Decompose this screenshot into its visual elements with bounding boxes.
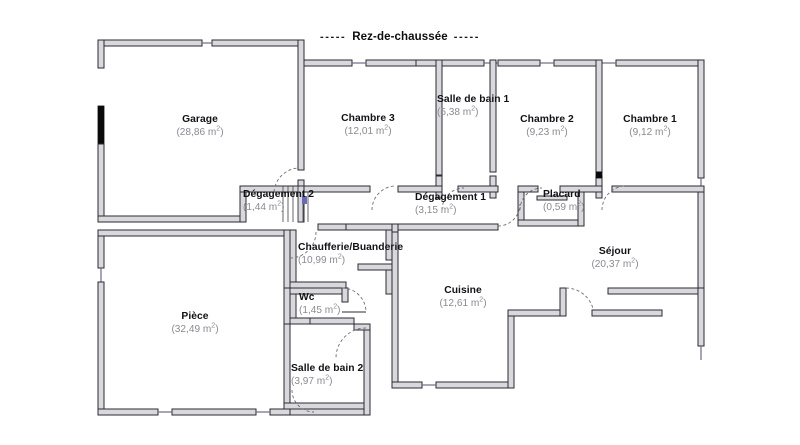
wall-cuisine-left [391,229,399,389]
placard-shelf [536,195,568,201]
wall-deg1-north-d [517,185,539,193]
wall-deg1-south-a [317,223,347,231]
wall-piece-bottom-b [171,408,257,416]
wall-chaufferie-right-b [385,267,393,295]
wall-deg1-north-e [559,185,603,193]
door-arc-sdb1 [441,187,465,211]
wall-ext-left-garage-top [97,39,105,69]
door-arc-placard [497,203,521,227]
wall-sejour-right-lower [697,287,705,347]
door-arc-sdb2 [335,327,367,359]
wall-ext-left-garage-bottom [97,143,105,221]
wall-sdb2-top-a [309,317,355,325]
wall-placard-bottom [517,219,585,227]
wall-ext-right-ch1 [697,59,705,179]
wall-ch3-sdb1-upper [435,59,443,176]
wall-placard-right [577,191,585,227]
door-arc-chambre-1 [601,185,627,211]
wall-ext-top-ch2-b [553,59,603,67]
wall-wc-top [289,287,349,295]
wall-piece-top [97,229,285,237]
wall-sejour-bottom-a [607,287,705,295]
wall-sejour-bottom-b [591,309,663,317]
staircase [282,186,309,222]
wall-chaufferie-step [357,263,393,271]
wall-ext-top-garage-a [97,39,203,47]
wall-piece-left-b [97,281,105,416]
wall-ext-top-garage-b [211,39,305,47]
wall-cuisine-right [507,309,515,389]
door-arc-cuisine-sejour [565,287,595,317]
wall-ext-top-ch3-a [303,59,353,67]
wall-deg1-north-b [397,185,443,193]
wall-ch2-ch1-upper [595,59,603,173]
wall-piece-right-a [283,229,291,289]
wall-garage-bottom-a [97,215,241,223]
door-jamb-ch1 [595,171,603,179]
wall-sdb2-right [363,329,371,416]
wall-chaufferie-right-a [385,229,393,261]
wall-sdb2-bottom-a [283,402,365,410]
wall-cuisine-sejour-step [507,309,567,317]
wall-deg1-south-b [345,223,499,231]
door-arc-wc [341,287,367,313]
door-arc-piece [291,389,315,413]
wall-deg1-north-c [457,185,499,193]
door-arc-garage [273,167,299,193]
garage-door-opening [97,105,105,145]
wall-cuisine-left-top [391,223,399,233]
wall-chaufferie-bottom [289,281,347,289]
wall-sdb1-ch2-upper [489,59,497,173]
wall-deg1-north-a [303,185,371,193]
wall-chaufferie-left [289,229,297,289]
wall-garage-right-upper [297,39,305,171]
wall-piece-bottom-c [269,408,293,416]
wall-cuisine-bottom-b [435,381,515,389]
wall-ext-top-ch2-a [497,59,541,67]
wall-ext-top-ch1 [615,59,705,67]
door-arc-chambre-3 [371,185,397,211]
wall-ext-top-ch3-b [365,59,417,67]
wall-piece-bottom-a [97,408,159,416]
door-arc-chambre-2 [519,187,543,211]
wall-wc-right [341,287,349,303]
wall-ext-right-sejour-a [697,189,705,299]
wall-sdb2-left [283,323,291,410]
wall-deg1-north-f [611,185,705,193]
wall-ext-top-sdb1 [415,59,485,67]
wall-sdb2-top-b [353,323,371,331]
wall-cuisine-bottom-a [391,381,423,389]
wall-sejour-left-stub [559,287,567,317]
wall-sdb2-bottom-b [289,408,371,416]
